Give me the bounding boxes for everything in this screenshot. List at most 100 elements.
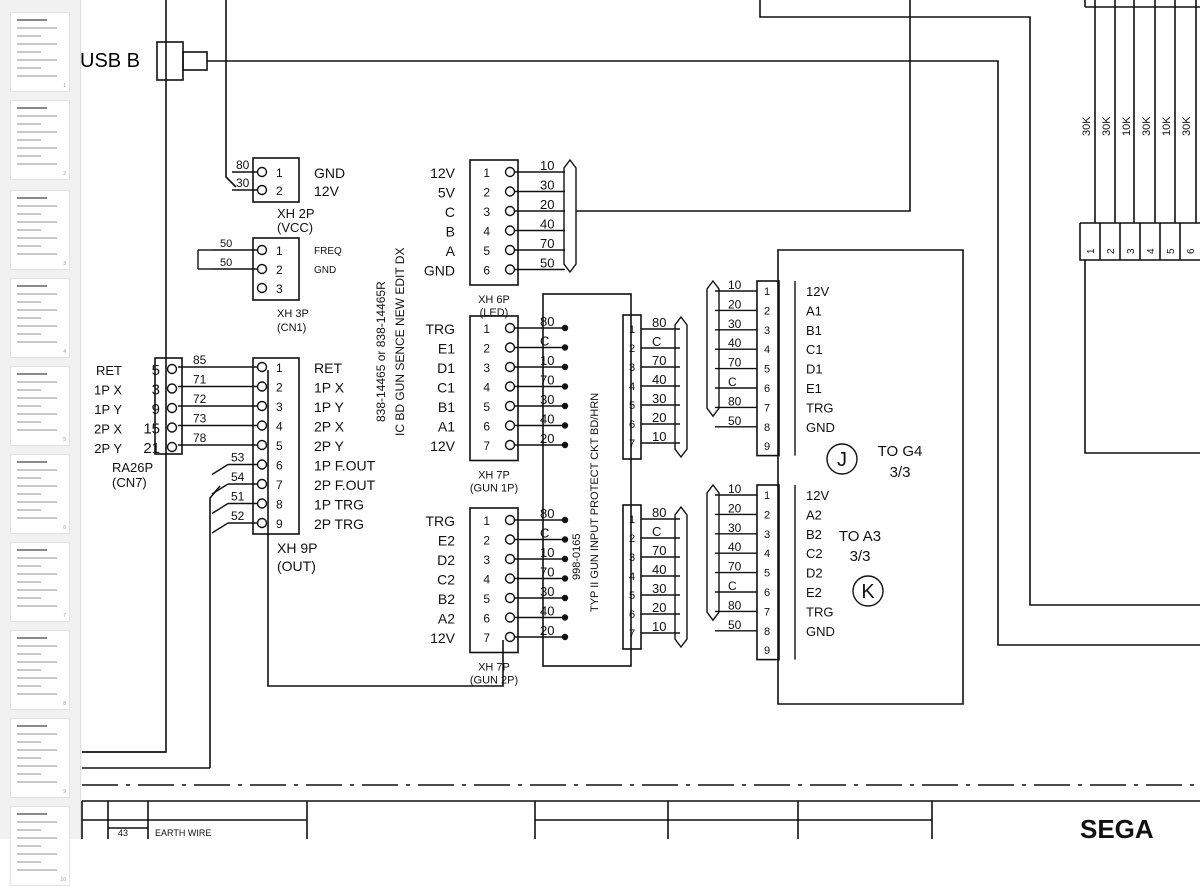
- wire-number: 53: [231, 451, 245, 465]
- connector-sub: (OUT): [277, 558, 316, 574]
- gun2_connector-pin-terminal: [504, 573, 516, 584]
- wire-number: 30: [728, 521, 742, 535]
- page-thumbnail[interactable]: 8: [10, 630, 70, 710]
- thumb-line: [17, 51, 41, 53]
- wire-number: 40: [540, 412, 554, 427]
- label: 3: [483, 361, 490, 375]
- harness-pin-number: 2: [1106, 248, 1117, 254]
- gun1_connector-pin-terminal: [504, 322, 516, 334]
- label: 8: [276, 498, 283, 512]
- label: 9: [764, 441, 770, 453]
- connector-k-circle: [852, 575, 884, 607]
- wire-number: 10: [652, 619, 666, 634]
- thumb-line: [17, 597, 41, 599]
- label: 4: [483, 225, 490, 239]
- thumb-line: [17, 581, 41, 583]
- connector_j-pin-label: D1: [806, 362, 823, 377]
- page-thumbnail[interactable]: 4: [10, 278, 70, 358]
- label: 5: [483, 400, 490, 414]
- out-pin-terminal: [256, 517, 268, 529]
- connector_j-pin-label: TRG: [806, 400, 833, 415]
- thumb-line: [17, 221, 57, 223]
- thumb-page-number: 3: [63, 261, 66, 267]
- label: 7: [483, 439, 490, 453]
- page-thumbnail[interactable]: 5: [10, 366, 70, 446]
- gun2_connector-pin-label: TRG: [425, 513, 455, 529]
- out-pin-label: 2P TRG: [314, 516, 364, 532]
- led_connector-pin-terminal: [504, 225, 516, 236]
- thumb-line: [17, 237, 57, 239]
- page-thumbnail[interactable]: 1: [10, 12, 70, 92]
- label: 2: [629, 343, 635, 355]
- wire-number: 40: [540, 217, 554, 232]
- thumb-line: [17, 301, 41, 303]
- page-thumbnail[interactable]: 9: [10, 718, 70, 798]
- thumb-line: [17, 43, 57, 45]
- wire-number: 20: [540, 431, 554, 446]
- connector-j-letter: J: [837, 449, 847, 471]
- junction-dot: [561, 575, 569, 582]
- wire-number: 40: [728, 540, 742, 554]
- sega-logo-text: SEGA: [1080, 814, 1154, 839]
- label: 4: [483, 573, 490, 587]
- thumb-line: [17, 139, 41, 141]
- thumb-line: [17, 333, 41, 335]
- label: 2: [276, 263, 283, 277]
- thumb-line: [17, 853, 57, 855]
- wire-number: 40: [540, 604, 554, 619]
- label: 3: [764, 529, 770, 541]
- thumb-heading: [17, 725, 47, 727]
- cn7-pin-label: 1P Y: [94, 402, 122, 417]
- wire-number: 71: [193, 373, 207, 387]
- resistor-value: 30K: [1141, 116, 1153, 136]
- label: 7: [483, 631, 490, 645]
- gun2_connector-pin-terminal: [504, 553, 516, 565]
- page-thumbnail[interactable]: 3: [10, 190, 70, 270]
- label: 1: [764, 490, 770, 502]
- thumb-line: [17, 389, 41, 391]
- wire-number: 40: [728, 336, 742, 350]
- thumb-line: [17, 67, 41, 69]
- cn1-pin-terminal: [256, 282, 268, 294]
- vcc-connector-box: [252, 157, 300, 203]
- thumb-heading: [17, 461, 47, 463]
- thumb-line: [17, 147, 57, 149]
- label: 2: [629, 533, 635, 545]
- thumb-page-number: 2: [63, 171, 66, 177]
- thumb-line: [17, 837, 57, 839]
- thumb-line: [17, 677, 57, 679]
- page-thumbnail[interactable]: 2: [10, 100, 70, 180]
- wire-number: C: [728, 375, 737, 389]
- page-thumbnail[interactable]: 6: [10, 454, 70, 534]
- label: 7: [629, 438, 635, 450]
- wire-number: C: [540, 334, 549, 349]
- thumb-line: [17, 123, 41, 125]
- wire-number: 85: [193, 353, 207, 367]
- thumb-line: [17, 645, 57, 647]
- thumb-line: [17, 509, 41, 511]
- page-thumbnail[interactable]: 7: [10, 542, 70, 622]
- wire-number: 51: [231, 490, 245, 504]
- wire-number: 10: [728, 482, 742, 496]
- thumb-page-number: 1: [63, 83, 66, 89]
- thumb-page-number: 8: [63, 701, 66, 707]
- connector_j-pin-label: C1: [806, 342, 823, 357]
- junction-dot: [561, 536, 569, 543]
- wire-number: 80: [728, 394, 742, 408]
- thumb-heading: [17, 637, 47, 639]
- label: 2: [764, 305, 770, 317]
- junction-dot: [561, 383, 569, 390]
- thumb-line: [17, 669, 41, 671]
- harness-pin-number: 6: [1186, 248, 1197, 254]
- cn7-pin-terminal: [166, 383, 178, 394]
- gun2_connector-pin-label: B2: [438, 591, 455, 607]
- thumb-heading: [17, 285, 47, 287]
- thumb-line: [17, 75, 57, 77]
- led_connector-pin-label: GND: [424, 263, 455, 279]
- thumb-line: [17, 253, 57, 255]
- connector-name: RA26P: [112, 460, 153, 475]
- led_connector-pin-terminal: [504, 264, 516, 275]
- thumb-line: [17, 661, 57, 663]
- led_connector-pin-terminal: [504, 166, 516, 178]
- out-pin-terminal: [256, 361, 268, 373]
